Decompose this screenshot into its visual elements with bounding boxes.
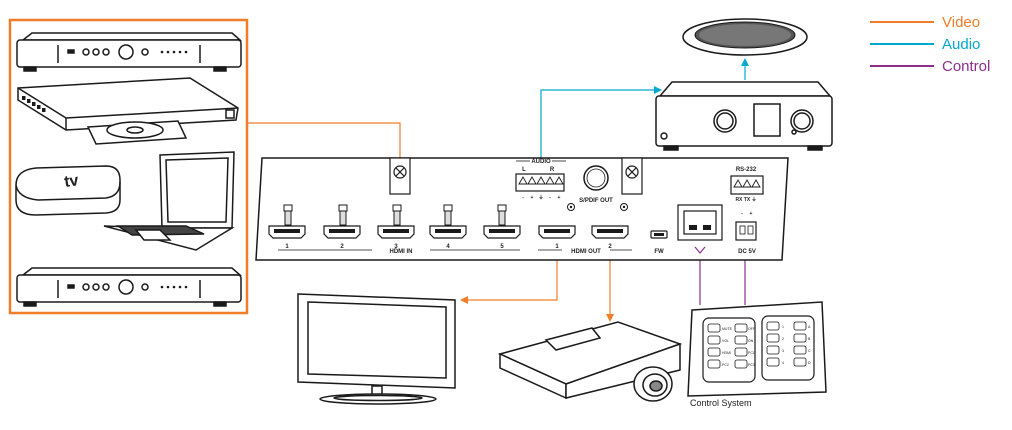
hdmi-output-ports: 1 2 HDMI OUT <box>538 225 632 255</box>
audio-pin: - <box>549 195 551 201</box>
hdmi-input-number: 5 <box>500 244 504 250</box>
audio-pin: ⏚ <box>538 194 543 201</box>
mount-bracket-right <box>621 157 643 195</box>
laptop <box>103 151 235 251</box>
hdmi-output-number: 2 <box>608 244 612 250</box>
lan-port <box>677 204 723 254</box>
hdmi-input-number: 1 <box>285 244 289 250</box>
hdmi-input-port: 2 <box>323 225 361 250</box>
keypad-left-label: PC2 <box>722 363 729 367</box>
spdif-output: S/PDIF OUT <box>579 165 628 211</box>
dc-power-input: - + DC 5V <box>735 211 757 255</box>
appletv-logo: tv <box>63 172 80 191</box>
audio-lines <box>540 58 749 170</box>
hdmi-input-port: 4 <box>429 225 467 250</box>
keypad-right-label: B <box>808 337 811 341</box>
audio-pin: + <box>558 195 561 201</box>
spdif-label: S/PDIF OUT <box>579 198 613 204</box>
ceiling-speaker <box>682 18 808 56</box>
hdmi-output-port: 1 <box>538 225 576 250</box>
hdmi-input-port: 1 <box>268 225 306 250</box>
legend-control-label: Control <box>942 58 990 75</box>
hdmi-plug <box>497 204 507 226</box>
hdmi-input-port: 5 <box>483 225 521 250</box>
matrix-switcher: 1 2 3 4 5 HDM <box>255 157 789 261</box>
rs232-terminal: RS-232 RX TX ⏚ <box>730 167 764 203</box>
dc-pin: + <box>750 211 753 217</box>
set-top-box-top <box>16 32 242 72</box>
legend-video-label: Video <box>942 14 980 31</box>
legend: Video Audio Control <box>870 14 990 75</box>
hdmi-out-label: HDMI OUT <box>571 249 601 255</box>
keypad-right-label: 1 <box>782 325 784 329</box>
hdmi-plug <box>283 204 293 226</box>
keypad-right-label: C <box>808 349 811 353</box>
audio-pin: + <box>531 195 534 201</box>
keypad-right-label: D <box>808 361 811 365</box>
keypad-left-label: OFF <box>748 327 755 331</box>
audio-terminal: AUDIO L R - + ⏚ - + <box>515 159 575 211</box>
keypad-left-label: PC1 <box>748 351 755 355</box>
hdmi-output-port: 2 <box>591 225 629 250</box>
projector <box>497 321 683 402</box>
keypad-right-label: 3 <box>782 349 784 353</box>
set-top-box-bottom <box>16 267 242 307</box>
hdmi-input-port: 3 <box>377 225 415 250</box>
keypad-left: MUTE OFF VOL ON HDMI PC1 PC2 PC3 <box>702 317 756 383</box>
hdmi-plug <box>392 204 402 226</box>
keypad-left-label: HDMI <box>722 351 731 355</box>
sources-group: tv <box>8 18 249 315</box>
keypad-right-label: 2 <box>782 337 784 341</box>
hdmi-output-number: 1 <box>555 244 559 250</box>
legend-audio-label: Audio <box>942 36 980 53</box>
control-system-label: Control System <box>690 398 752 408</box>
hdmi-input-number: 2 <box>340 244 344 250</box>
keypad-right-label: A <box>808 325 811 329</box>
audio-left-label: L <box>522 167 526 173</box>
sources-frame <box>8 18 249 315</box>
audio-pin: - <box>522 195 524 201</box>
hdmi-input-plugs <box>283 204 507 226</box>
fw-port: FW <box>650 230 668 255</box>
rs232-pins: RX TX ⏚ <box>735 196 756 203</box>
fw-label: FW <box>654 249 664 255</box>
keypad-right: 1 A 2 B 3 C 4 D <box>761 315 815 381</box>
control-system: MUTE OFF VOL ON HDMI PC1 PC2 PC3 1 A <box>687 301 827 408</box>
mount-bracket-left <box>389 157 411 195</box>
bluray-player <box>17 77 239 145</box>
rs232-label: RS-232 <box>736 167 757 173</box>
hdmi-input-number: 3 <box>394 244 398 250</box>
hdmi-plug <box>338 204 348 226</box>
hdmi-input-number: 4 <box>446 244 450 250</box>
hdmi-in-label: HDMI IN <box>390 249 413 255</box>
television <box>297 293 456 405</box>
keypad-left-label: VOL <box>722 339 729 343</box>
amplifier <box>655 81 833 151</box>
hdmi-plug <box>443 204 453 226</box>
keypad-right-label: 4 <box>782 361 784 365</box>
dc-label: DC 5V <box>738 249 756 255</box>
hdmi-input-ports: 1 2 3 4 5 HDM <box>268 225 521 255</box>
audio-right-label: R <box>550 167 555 173</box>
keypad-left-label: PC3 <box>748 363 755 367</box>
keypad-left-label: ON <box>748 339 754 343</box>
apple-tv: tv <box>15 165 121 216</box>
keypad-left-label: MUTE <box>722 327 733 331</box>
audio-label: AUDIO <box>531 159 551 165</box>
dc-pin: - <box>741 211 743 217</box>
